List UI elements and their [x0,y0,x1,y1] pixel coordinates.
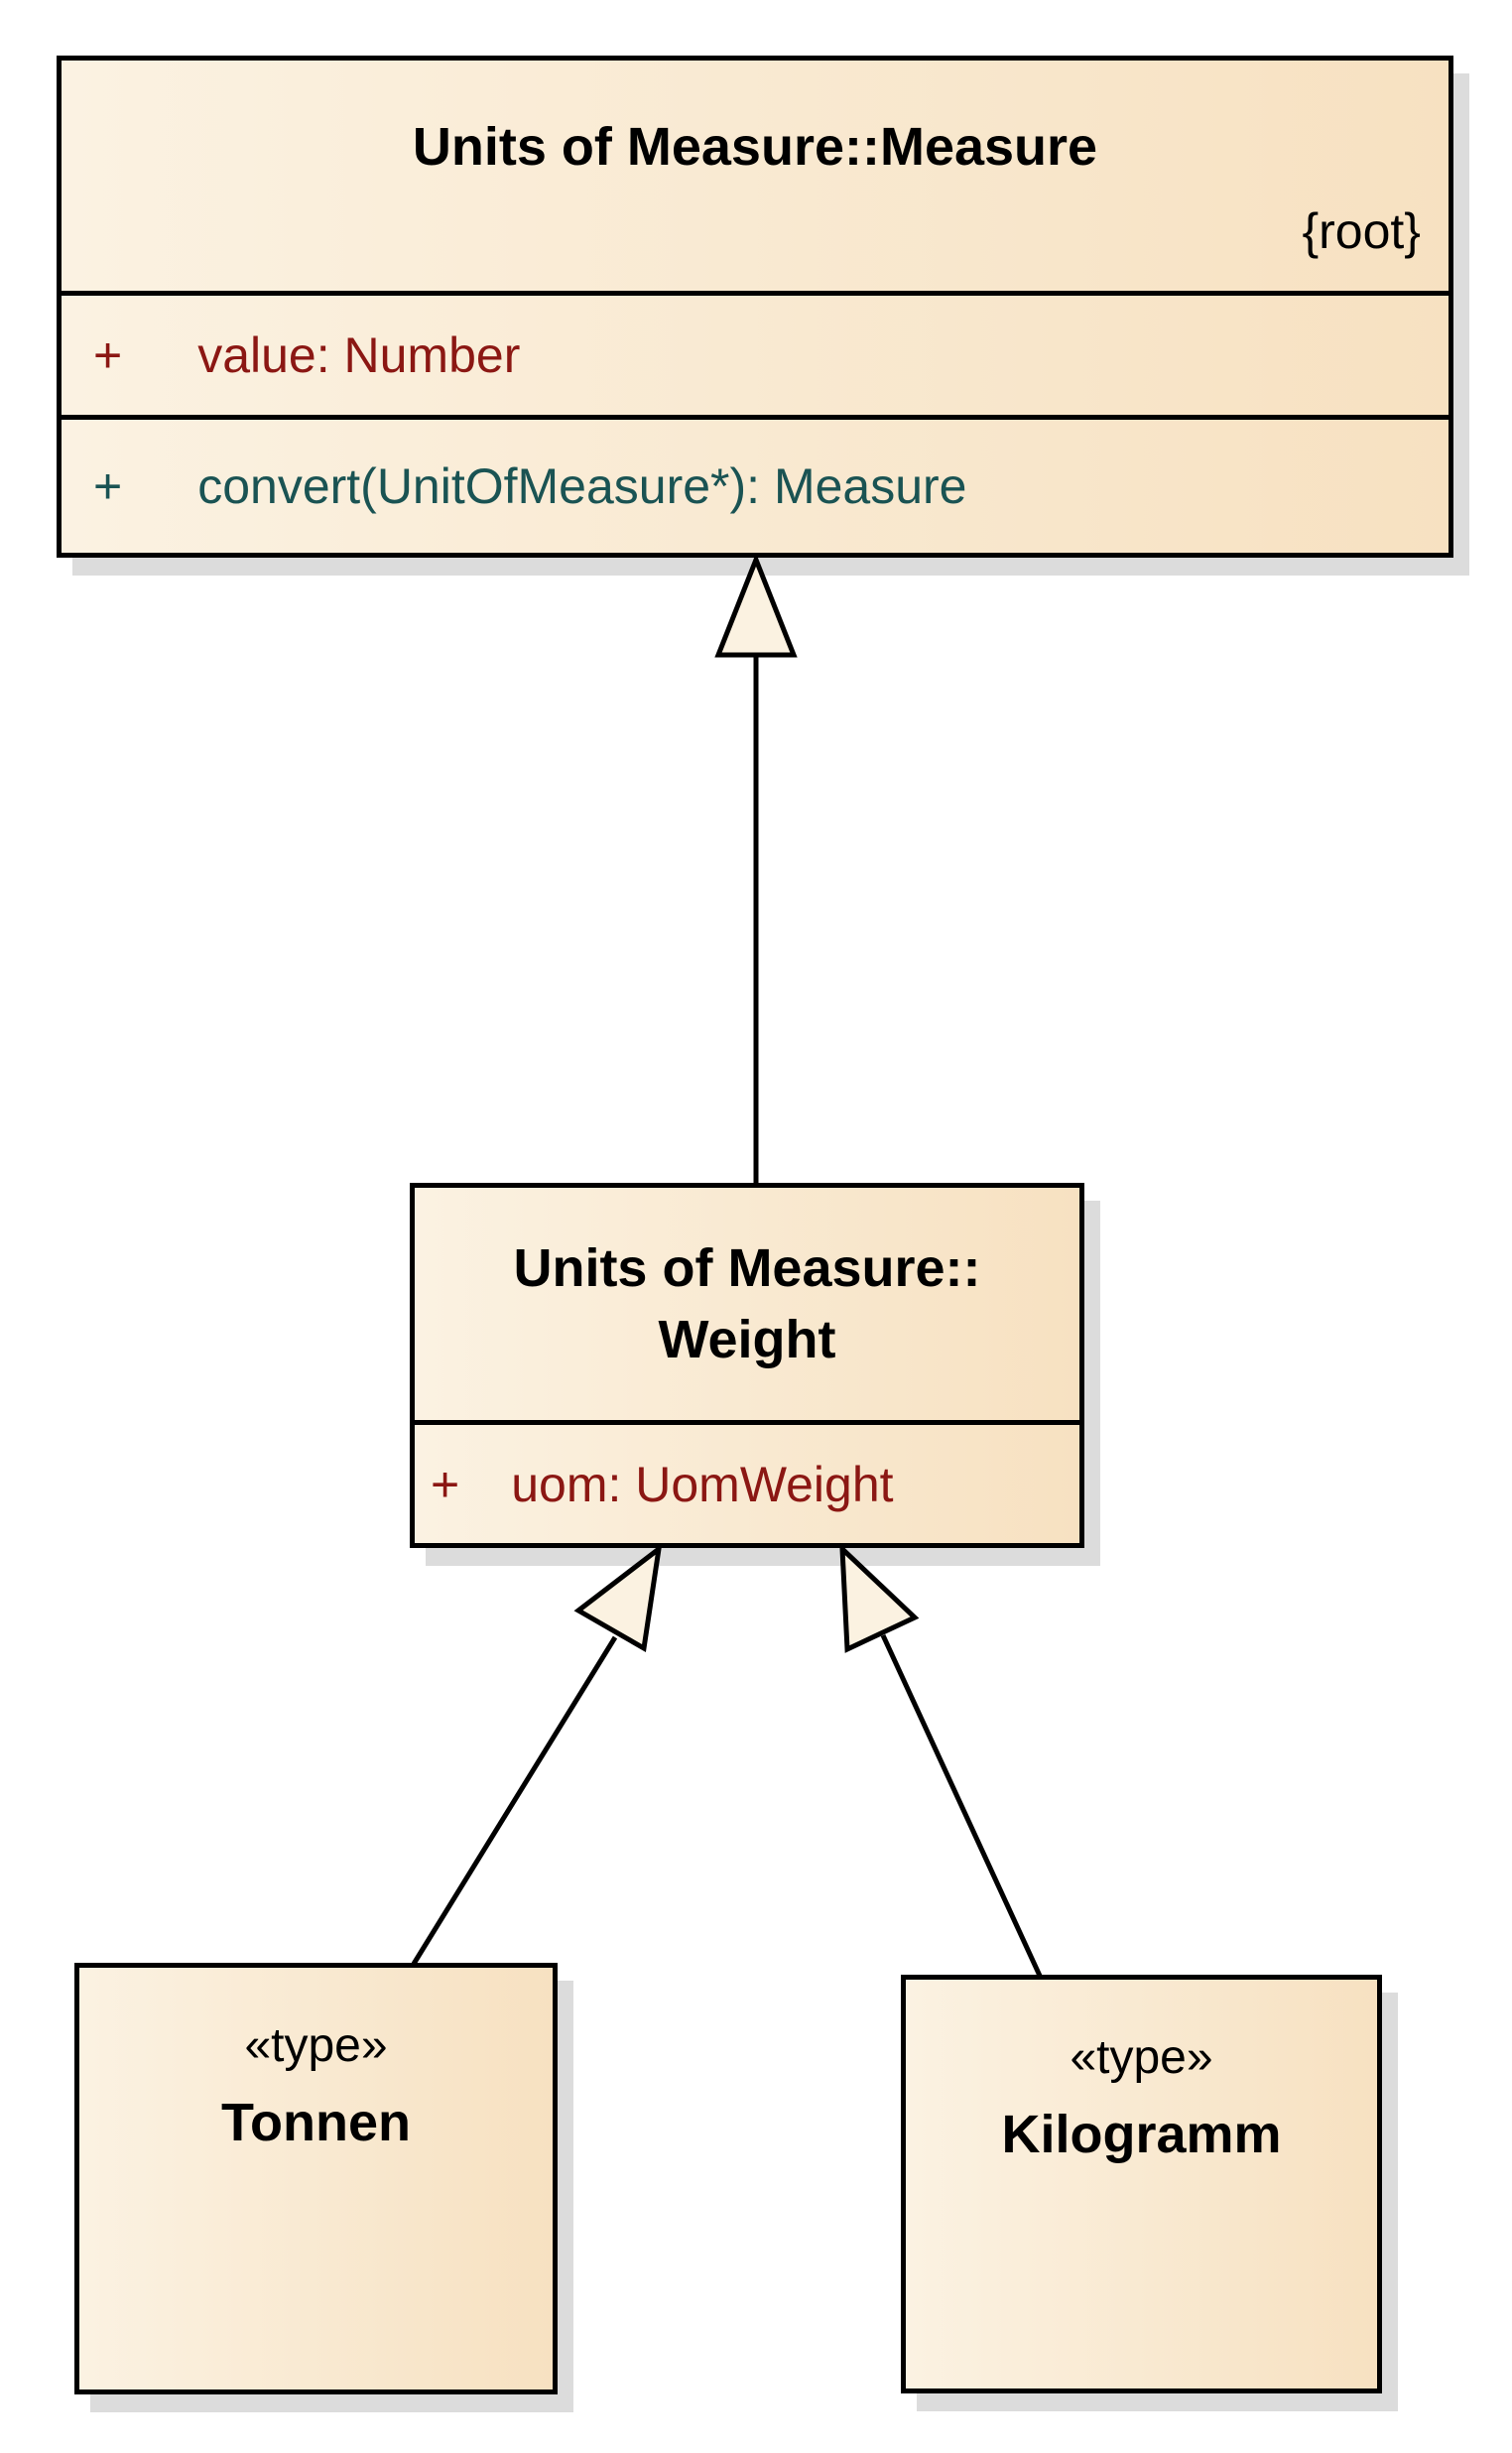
weight-title-compartment: Units of Measure:: Weight [415,1188,1079,1420]
generalization-arrowhead-icon [573,1543,663,1652]
class-title-weight-line2: Weight [658,1310,836,1369]
visibility-symbol: + [431,1456,460,1512]
operation-row-convert[interactable]: + convert(UnitOfMeasure*): Measure [62,420,1449,553]
root-constraint-label: {root} [1302,203,1421,259]
operation-text: convert(UnitOfMeasure*): Measure [197,458,967,514]
stereotype-label: «type» [244,2019,388,2072]
measure-attributes-compartment: + value: Number [62,291,1449,415]
attribute-text: uom: UomWeight [511,1456,894,1512]
measure-operations-compartment: + convert(UnitOfMeasure*): Measure [62,415,1449,553]
generalization-arrowhead-icon [714,553,798,658]
weight-attributes-compartment: + uom: UomWeight [415,1420,1079,1543]
attribute-row-uom[interactable]: + uom: UomWeight [415,1425,1079,1543]
attribute-text: value: Number [197,327,521,383]
visibility-symbol: + [93,327,123,383]
class-box-tonnen[interactable]: «type» Tonnen [74,1963,558,2394]
class-title-tonnen: Tonnen [221,2093,411,2152]
generalization-arrowhead-icon [839,1542,920,1653]
measure-title-compartment: Units of Measure::Measure {root} [62,61,1449,291]
class-box-kilogramm[interactable]: «type» Kilogramm [901,1975,1382,2393]
stereotype-label: «type» [1070,2031,1213,2084]
class-title-kilogramm: Kilogramm [1001,2105,1282,2164]
class-box-weight[interactable]: Units of Measure:: Weight + uom: UomWeig… [410,1183,1084,1548]
generalization-tonnen-to-weight[interactable] [411,1543,663,1966]
visibility-symbol: + [93,458,123,514]
class-box-measure[interactable]: Units of Measure::Measure {root} + value… [57,56,1453,558]
generalization-weight-to-measure[interactable] [714,553,798,1185]
attribute-row-value[interactable]: + value: Number [62,296,1449,415]
class-title-weight-line1: Units of Measure:: [513,1238,981,1298]
class-title-measure: Units of Measure::Measure [412,117,1098,177]
generalization-kilogramm-to-weight[interactable] [839,1542,1043,1978]
